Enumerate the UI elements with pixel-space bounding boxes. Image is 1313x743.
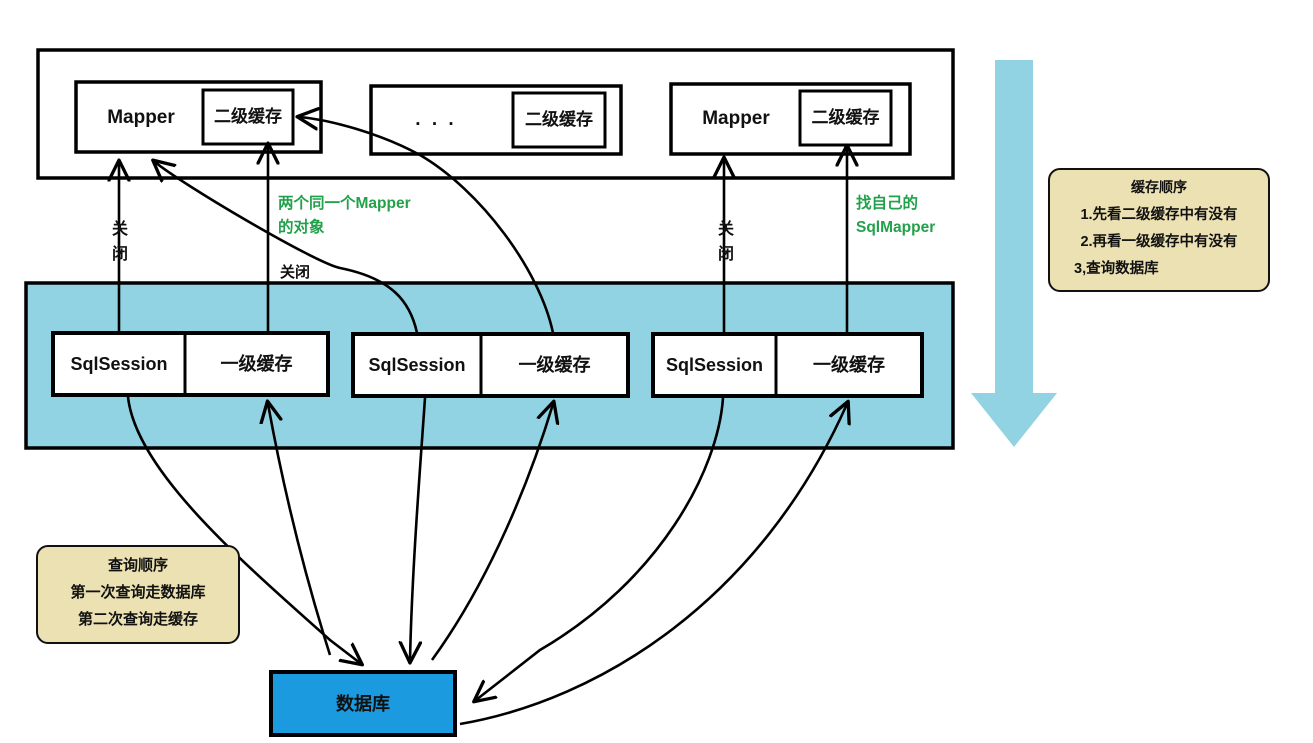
arrow-cache1-2-to-cache2-1 xyxy=(300,117,555,334)
note-query-order-title: 查询顺序 xyxy=(107,557,168,574)
arrow-session1-to-database xyxy=(126,396,360,663)
close-label-left-char-2: 闭 xyxy=(111,245,128,263)
arrow-database-to-cache1-1 xyxy=(268,404,332,656)
downward-flow-arrow xyxy=(971,60,1057,447)
same-mapper-line-1: 两个同一个Mapper xyxy=(278,195,411,212)
note-query-order-line-1: 第一次查询走数据库 xyxy=(70,584,206,601)
note-cache-order-line-2: 2.再看一级缓存中有没有 xyxy=(1080,234,1238,250)
note-query-order: 查询顺序 第一次查询走数据库 第二次查询走缓存 xyxy=(36,545,240,644)
sqlsession-group-1 xyxy=(51,331,330,397)
second-level-cache-box-2 xyxy=(511,91,607,149)
sqlsession-group-2 xyxy=(351,332,630,398)
sqlsession-group-3 xyxy=(651,332,924,398)
note-cache-order-line-3: 3,查询数据库 xyxy=(1074,261,1159,277)
second-level-cache-box-1 xyxy=(201,88,295,146)
close-label-right-char-1: 关 xyxy=(717,221,734,238)
arrow-session2-to-mapper1 xyxy=(155,162,419,334)
note-query-order-line-2: 第二次查询走缓存 xyxy=(77,611,198,628)
arrow-session2-to-database xyxy=(410,397,427,660)
close-label-left-char-1: 关 xyxy=(111,221,128,238)
close-label-right-char-2: 闭 xyxy=(717,245,734,263)
same-mapper-annotation: 两个同一个Mapper 的对象 xyxy=(278,192,411,240)
second-level-cache-box-3 xyxy=(798,89,893,147)
own-sqlmapper-line-2: SqlMapper xyxy=(856,219,936,237)
arrow-session3-to-database xyxy=(476,397,725,700)
same-mapper-line-2: 的对象 xyxy=(278,219,325,237)
note-cache-order-title: 缓存顺序 xyxy=(1131,179,1187,195)
note-cache-order: 缓存顺序 1.先看二级缓存中有没有 2.再看一级缓存中有没有 3,查询数据库 xyxy=(1048,168,1270,292)
close-label-left: 关闭 xyxy=(108,218,132,268)
arrow-database-to-cache1-3 xyxy=(459,404,847,726)
own-sqlmapper-annotation: 找自己的 SqlMapper xyxy=(856,192,935,240)
own-sqlmapper-line-1: 找自己的 xyxy=(856,195,919,212)
close-label-middle: 关闭 xyxy=(280,264,311,281)
close-label-right: 关闭 xyxy=(714,218,738,268)
database-box xyxy=(269,670,457,737)
note-cache-order-line-1: 1.先看二级缓存中有没有 xyxy=(1080,207,1238,223)
arrow-database-to-cache1-2 xyxy=(430,404,553,661)
